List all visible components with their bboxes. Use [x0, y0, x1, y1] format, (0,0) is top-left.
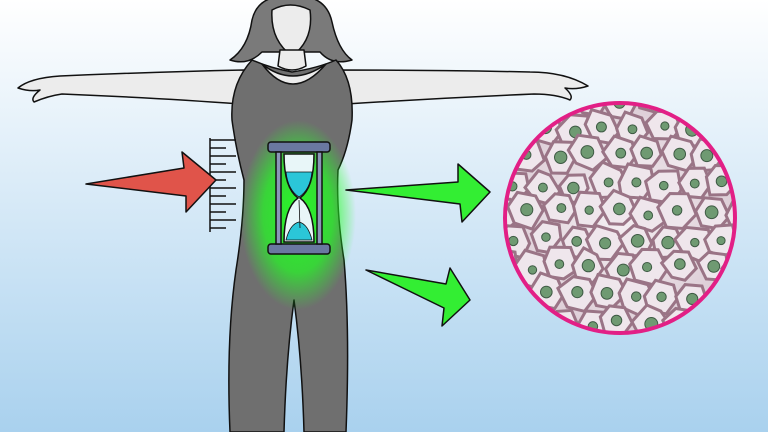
cell-nucleus — [527, 265, 538, 275]
cell-nucleus — [658, 180, 669, 191]
output-arrow-icon — [345, 163, 491, 223]
cell — [724, 197, 734, 233]
cell-nucleus — [660, 121, 670, 131]
cell-nucleus — [581, 259, 596, 273]
cell-nucleus — [556, 203, 567, 213]
neckline — [261, 63, 327, 85]
cell-nucleus — [716, 236, 726, 246]
cell-nucleus — [630, 291, 642, 302]
cell-nucleus — [631, 177, 642, 188]
cell-nucleus — [627, 124, 638, 135]
cell-nucleus — [715, 175, 728, 188]
cell-nucleus — [689, 178, 700, 189]
cell-nucleus — [613, 202, 626, 216]
cell-nucleus — [603, 177, 614, 188]
cell-nucleus — [671, 205, 683, 216]
cell-nucleus — [690, 237, 700, 248]
cell-nucleus — [673, 147, 687, 161]
cell-nucleus — [554, 150, 568, 164]
cell-nucleus — [640, 146, 654, 160]
cell-nucleus — [661, 235, 675, 250]
cell-nucleus — [595, 121, 607, 133]
cell-nucleus — [630, 234, 645, 248]
cell-nucleus — [643, 210, 654, 221]
cell-nucleus — [520, 203, 534, 217]
cell-nucleus — [613, 104, 626, 109]
cell-nucleus — [686, 292, 699, 306]
cell-nucleus — [674, 258, 686, 270]
input-arrow-icon — [85, 151, 217, 213]
cell-nucleus — [541, 232, 551, 242]
cell-nucleus — [656, 291, 667, 303]
cell-nucleus — [599, 237, 612, 250]
cell-nucleus — [610, 314, 623, 327]
cell-nucleus — [537, 182, 548, 193]
output-arrow-icon — [365, 267, 471, 327]
cell-nucleus — [704, 205, 719, 220]
cell-nucleus — [615, 147, 627, 159]
cell-nucleus — [540, 285, 553, 299]
neck — [277, 49, 307, 71]
cell-nucleus — [554, 259, 565, 269]
cell-nucleus — [580, 145, 595, 159]
hourglass-icon — [267, 141, 331, 255]
left-arm — [17, 69, 245, 105]
cell-nucleus — [584, 205, 594, 215]
face — [271, 4, 312, 57]
cell-circle-border — [503, 101, 737, 335]
right-arm — [341, 69, 589, 105]
cell-nucleus — [700, 149, 714, 163]
cell-nucleus — [616, 263, 630, 277]
cell-nucleus — [571, 236, 583, 247]
cell-nucleus — [567, 181, 580, 195]
cell-nucleus — [707, 259, 721, 273]
cell-nucleus — [641, 261, 653, 273]
cell-nucleus — [571, 286, 584, 299]
cell-nucleus — [600, 287, 614, 300]
